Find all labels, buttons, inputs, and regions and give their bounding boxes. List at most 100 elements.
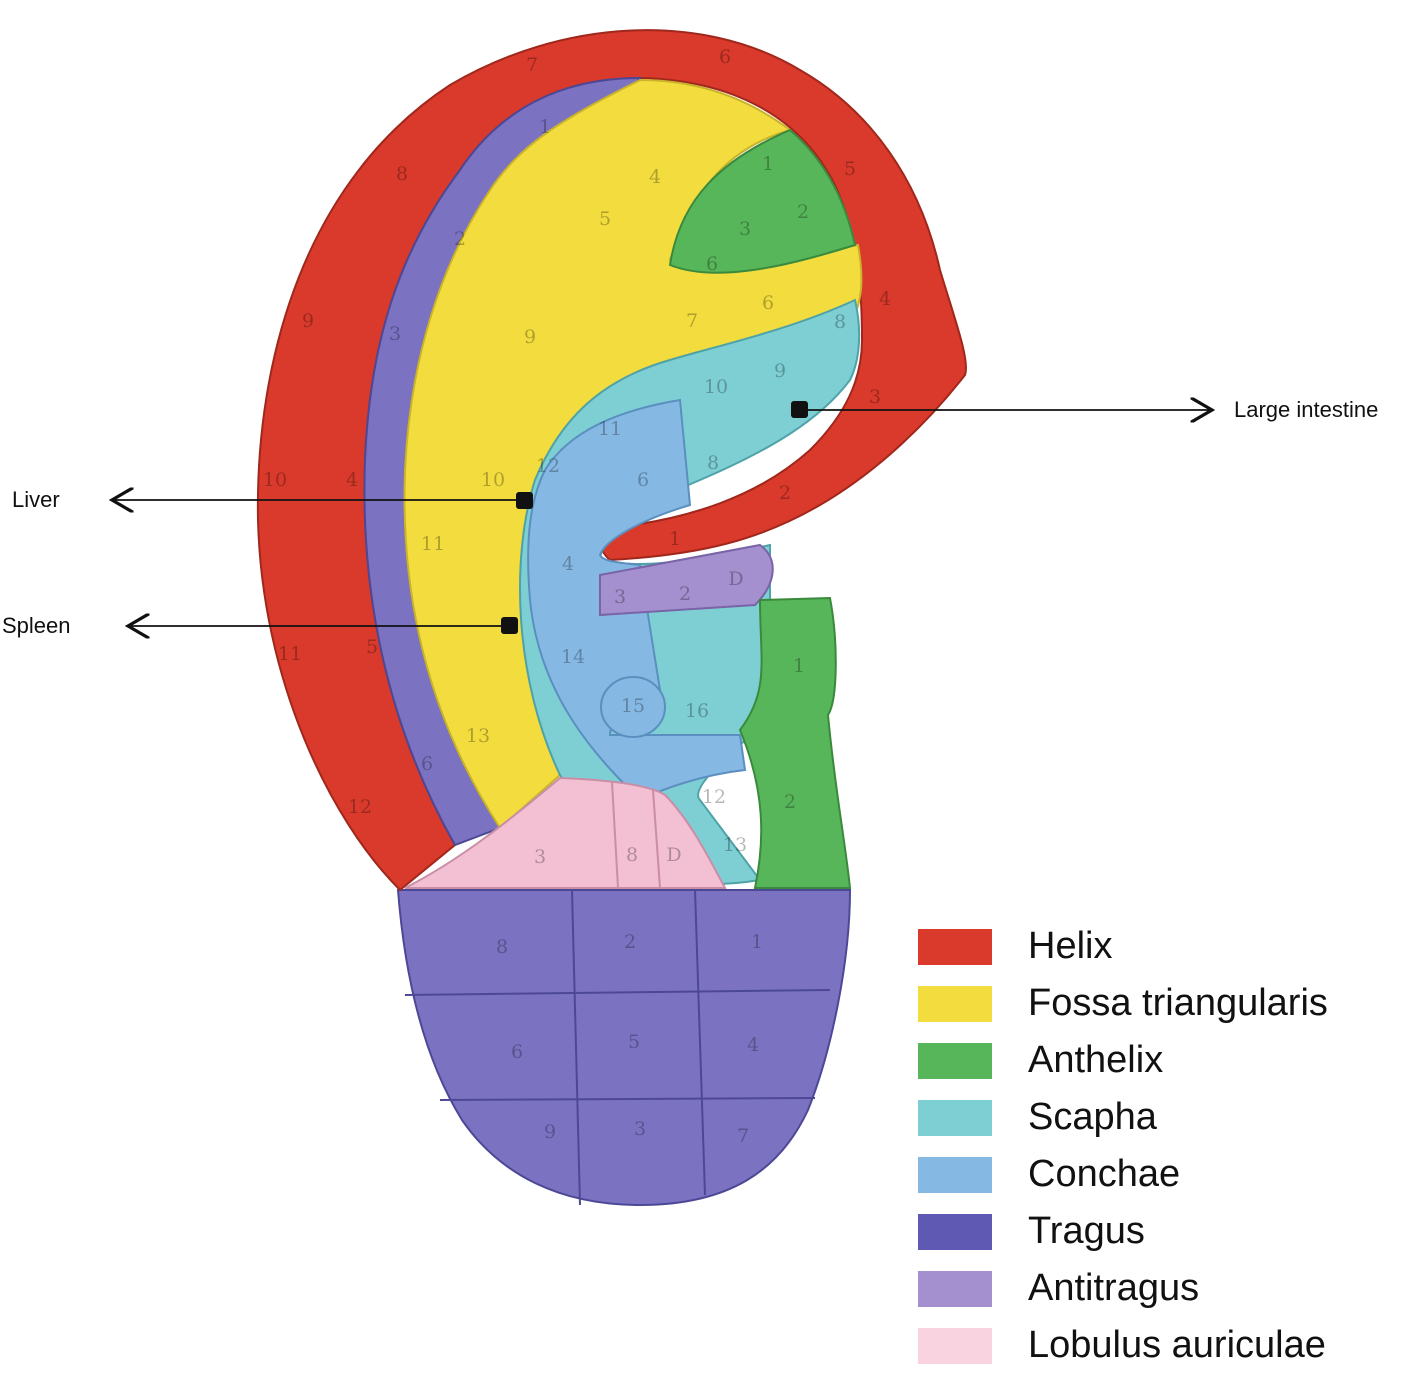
legend-swatch-tragus [918, 1213, 992, 1250]
antitragus-region [599, 543, 774, 617]
svg-text:6: 6 [762, 292, 774, 314]
svg-text:12: 12 [702, 786, 726, 808]
svg-text:8: 8 [707, 452, 719, 474]
svg-text:11: 11 [278, 643, 302, 665]
legend-item-fossa-triangularis: Fossa triangularis [918, 975, 1328, 1032]
svg-text:13: 13 [723, 834, 747, 856]
svg-text:4: 4 [879, 288, 891, 310]
lobe-region [396, 889, 852, 1207]
svg-text:12: 12 [536, 455, 560, 477]
legend-item-conchae: Conchae [918, 1146, 1328, 1203]
svg-text:2: 2 [624, 931, 636, 953]
legend-item-antitragus: Antitragus [918, 1260, 1328, 1317]
legend-swatch-anthelix [918, 1042, 992, 1079]
legend-swatch-helix [918, 928, 992, 965]
svg-text:3: 3 [389, 323, 401, 345]
svg-text:1: 1 [669, 528, 681, 550]
svg-text:9: 9 [774, 360, 786, 382]
legend-item-helix: Helix [918, 918, 1328, 975]
svg-text:8: 8 [626, 844, 638, 866]
svg-text:3: 3 [869, 386, 881, 408]
svg-text:5: 5 [628, 1031, 640, 1053]
svg-text:2: 2 [454, 228, 466, 250]
svg-text:1: 1 [762, 153, 774, 175]
legend-label-fossa-triangularis: Fossa triangularis [1028, 982, 1328, 1024]
svg-text:6: 6 [511, 1041, 523, 1063]
svg-text:7: 7 [526, 54, 538, 76]
svg-text:13: 13 [466, 725, 490, 747]
svg-text:1: 1 [539, 116, 551, 138]
svg-text:6: 6 [421, 753, 433, 775]
legend-swatch-antitragus [918, 1270, 992, 1307]
svg-text:4: 4 [747, 1034, 759, 1056]
svg-text:7: 7 [686, 310, 698, 332]
svg-text:9: 9 [524, 326, 536, 348]
svg-text:7: 7 [737, 1125, 749, 1147]
lobulus-region [404, 776, 727, 889]
large-intestine-pointer [791, 401, 1212, 418]
svg-text:11: 11 [421, 533, 445, 555]
legend-item-lobulus-auriculae: Lobulus auriculae [918, 1317, 1328, 1374]
svg-text:3: 3 [534, 846, 546, 868]
svg-text:14: 14 [561, 646, 585, 668]
svg-text:4: 4 [562, 553, 574, 575]
legend-swatch-fossa-triangularis [918, 985, 992, 1022]
svg-text:D: D [728, 568, 743, 590]
svg-text:4: 4 [649, 166, 661, 188]
legend-item-tragus: Tragus [918, 1203, 1328, 1260]
svg-text:9: 9 [302, 310, 314, 332]
svg-text:3: 3 [614, 586, 626, 608]
svg-text:1: 1 [751, 931, 763, 953]
svg-text:12: 12 [348, 796, 372, 818]
legend-label-conchae: Conchae [1028, 1153, 1181, 1195]
liver-pointer [112, 492, 533, 509]
svg-text:6: 6 [637, 469, 649, 491]
svg-text:D: D [666, 844, 681, 866]
legend-label-helix: Helix [1028, 925, 1113, 967]
svg-text:3: 3 [739, 218, 751, 240]
legend-label-lobulus-auriculae: Lobulus auriculae [1028, 1324, 1326, 1366]
svg-text:5: 5 [599, 208, 611, 230]
legend-item-scapha: Scapha [918, 1089, 1328, 1146]
conchae-oval [600, 676, 666, 738]
svg-text:5: 5 [844, 158, 856, 180]
svg-text:10: 10 [704, 376, 728, 398]
svg-text:11: 11 [598, 418, 622, 440]
svg-text:15: 15 [621, 695, 645, 717]
spleen-pointer [128, 617, 518, 634]
svg-text:10: 10 [263, 469, 287, 491]
svg-text:2: 2 [679, 583, 691, 605]
svg-text:1: 1 [793, 655, 805, 677]
legend-item-anthelix: Anthelix [918, 1032, 1328, 1089]
svg-text:3: 3 [634, 1118, 646, 1140]
legend-swatch-scapha [918, 1099, 992, 1136]
legend-swatch-lobulus-auriculae [918, 1327, 992, 1364]
legend-swatch-conchae [918, 1156, 992, 1193]
svg-text:8: 8 [496, 936, 508, 958]
svg-text:10: 10 [481, 469, 505, 491]
lobe-grid-lines [404, 889, 831, 1206]
legend-label-tragus: Tragus [1028, 1210, 1145, 1252]
legend-label-anthelix: Anthelix [1028, 1039, 1164, 1081]
anthelix-region [668, 128, 857, 274]
svg-text:6: 6 [706, 253, 718, 275]
svg-text:8: 8 [396, 163, 408, 185]
svg-text:2: 2 [784, 791, 796, 813]
svg-text:2: 2 [797, 201, 809, 223]
liver-label: Liver [12, 487, 60, 512]
svg-text:6: 6 [719, 46, 731, 68]
svg-text:2: 2 [779, 482, 791, 504]
legend-label-antitragus: Antitragus [1028, 1267, 1200, 1309]
svg-text:4: 4 [346, 469, 358, 491]
svg-text:9: 9 [544, 1121, 556, 1143]
large-intestine-label: Large intestine [1234, 397, 1379, 422]
spleen-label: Spleen [2, 613, 71, 638]
svg-text:5: 5 [366, 636, 378, 658]
legend: Helix Fossa triangularis Anthelix Scapha… [918, 918, 1328, 1374]
tragus-right-region [738, 596, 852, 889]
svg-text:16: 16 [685, 700, 709, 722]
legend-label-scapha: Scapha [1028, 1096, 1157, 1138]
